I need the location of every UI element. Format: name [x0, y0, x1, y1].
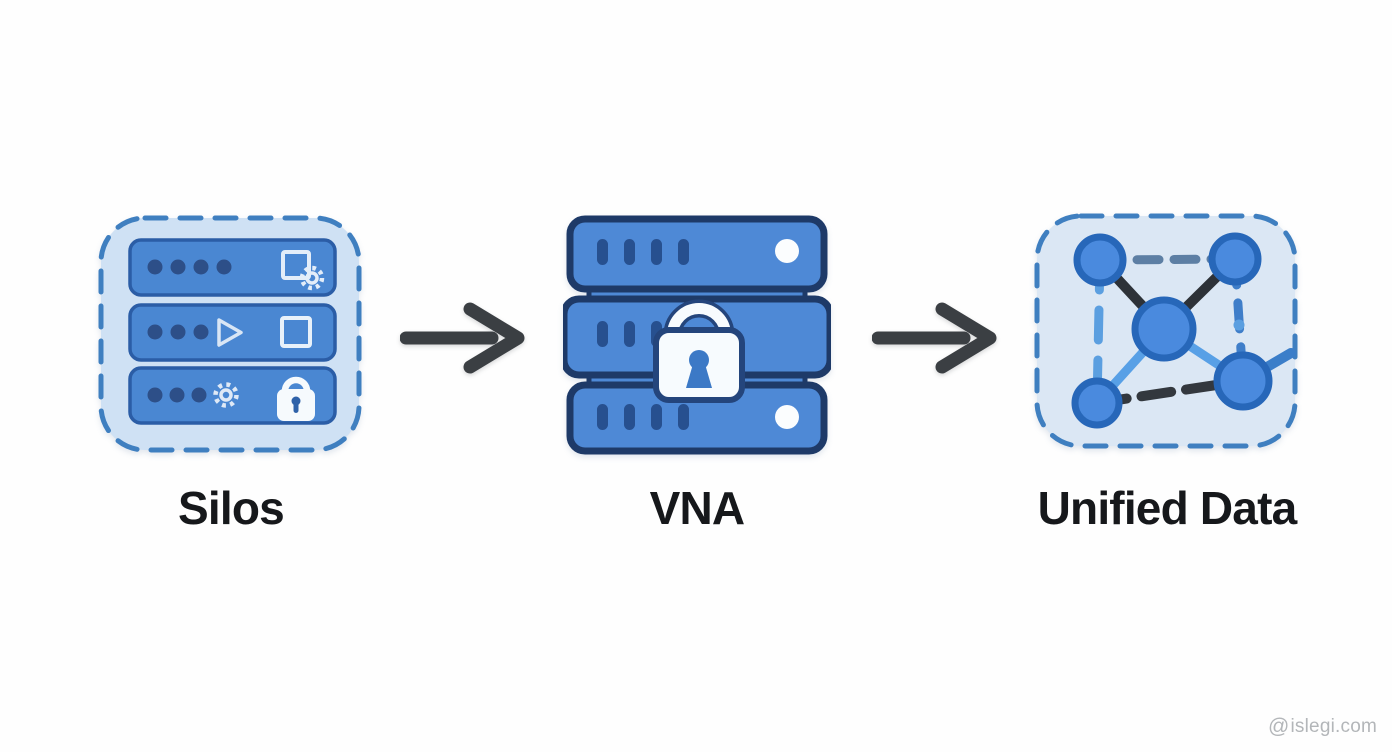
right-arrow-icon: [872, 302, 997, 374]
silos-icon: [98, 215, 362, 453]
watermark-text: islegi.com: [1290, 716, 1377, 737]
node-bottom-right: [1213, 351, 1273, 411]
node-bottom-left: [1071, 377, 1123, 429]
led-dots: [147, 324, 209, 340]
vna-icon: [563, 215, 831, 455]
led-dots: [147, 387, 207, 403]
silo-bar-1: [128, 238, 337, 297]
server-row-1: [566, 215, 828, 293]
watermark: @islegi.com: [1268, 715, 1377, 739]
status-light: [775, 239, 799, 263]
node-center: [1131, 296, 1197, 362]
vent-slots: [597, 321, 662, 347]
at-icon: @: [1267, 715, 1290, 738]
padlock-icon: [653, 299, 745, 403]
server-row-3: [566, 381, 828, 455]
square-gear-icon: [281, 250, 325, 291]
right-arrow-icon: [400, 302, 525, 374]
vent-slots: [597, 239, 689, 265]
unified-data-icon: [1034, 213, 1298, 449]
play-icon: [217, 318, 243, 347]
silos-label: Silos: [178, 482, 285, 534]
node-top-left: [1073, 233, 1127, 287]
square-icon: [280, 316, 312, 348]
status-light: [775, 405, 799, 429]
led-dots: [147, 259, 232, 275]
vent-slots: [597, 404, 689, 430]
silo-bar-2: [128, 303, 337, 362]
unified-data-label: Unified Data: [1037, 482, 1298, 534]
gear-icon: [213, 382, 239, 408]
silo-bar-3: [128, 366, 337, 425]
lock-icon: [277, 376, 315, 421]
vna-label: VNA: [649, 482, 746, 534]
network-nodes: [1071, 232, 1273, 429]
node-top-right: [1208, 232, 1262, 286]
